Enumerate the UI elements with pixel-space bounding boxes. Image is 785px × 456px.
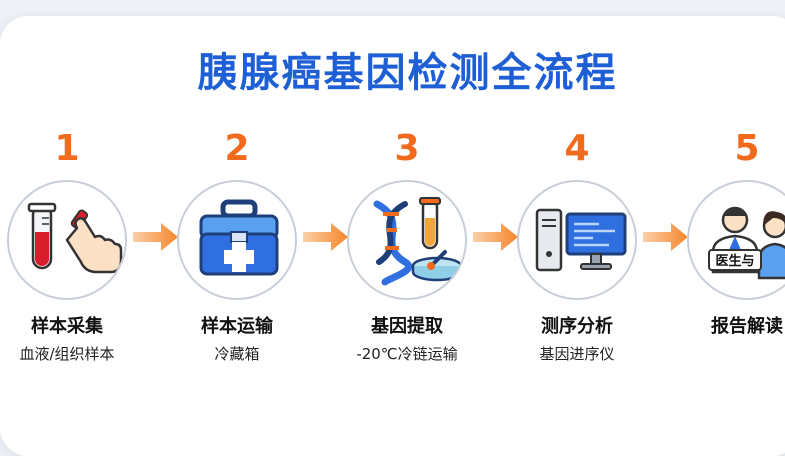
step-sub: -20℃冷链运输	[356, 345, 458, 363]
arrow-right-icon	[303, 223, 348, 251]
step-sub: 血液/组织样本	[19, 345, 115, 363]
step-label: 测序分析	[541, 316, 613, 337]
step-icon-circle	[177, 180, 297, 300]
step-number: 2	[224, 128, 250, 169]
arrow-right-icon	[133, 223, 178, 251]
step-number: 5	[734, 128, 760, 169]
test-tube-hand-icon	[27, 202, 123, 274]
page-title: 胰腺癌基因检测全流程	[197, 50, 618, 96]
arrow-right-icon	[473, 223, 518, 251]
step-sub: 基因进序仪	[539, 345, 615, 363]
step-label: 样本采集	[31, 316, 103, 337]
step-sub: 冷藏箱	[214, 345, 260, 363]
medical-cooler-icon	[199, 199, 279, 276]
computer-icon	[535, 208, 627, 272]
dna-tube-icon	[373, 197, 463, 286]
step-icon-circle	[517, 180, 637, 300]
step-2: 2 样本运输 冷藏箱	[172, 0, 302, 443]
step-3: 3 基因提取 -20℃冷链运输	[342, 0, 472, 443]
step-label: 报告解读	[711, 316, 783, 337]
arrow-right-icon	[643, 223, 688, 251]
step-number: 4	[564, 128, 590, 169]
step-number: 1	[54, 128, 80, 169]
icon-caption: 医生与	[715, 253, 754, 269]
step-1: 1 样本采集 血液/组织样本	[2, 0, 132, 443]
doctor-patient-icon: 医生与	[708, 206, 785, 280]
step-icon-circle: 医生与	[687, 180, 785, 300]
step-4: 4 测序分析 基因进序仪	[512, 0, 642, 443]
step-icon-circle	[7, 180, 127, 300]
step-5: 5 医生与 报告解读	[682, 0, 785, 443]
step-icon-circle	[347, 180, 467, 300]
step-label: 样本运输	[201, 316, 273, 337]
step-label: 基因提取	[371, 316, 443, 337]
step-number: 3	[394, 128, 420, 169]
